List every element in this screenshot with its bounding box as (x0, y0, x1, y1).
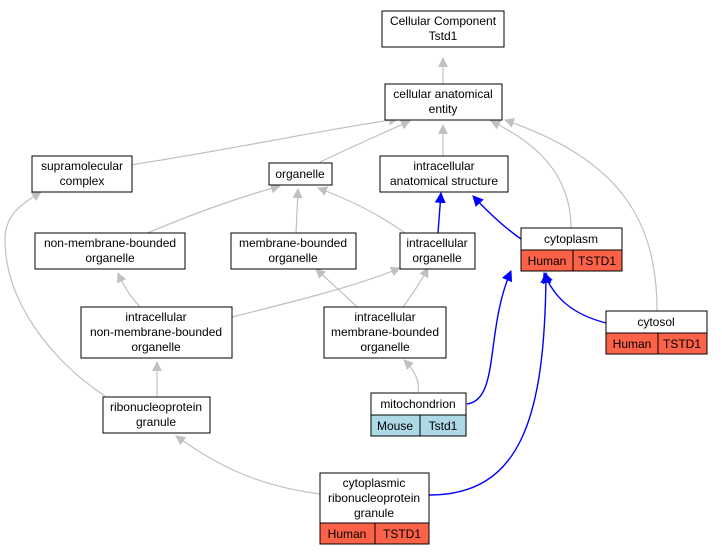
species-label: Human (613, 337, 652, 351)
gene-label: TSTD1 (383, 527, 421, 541)
node-label-line: anatomical structure (390, 174, 498, 188)
edge-intracellular-nmb-organelle-to-non-membrane-bounded-organelle (117, 272, 141, 308)
node-label-line: cytoplasmic (343, 476, 406, 490)
node-label-line: organelle (268, 251, 318, 265)
node-label-line: cytosol (637, 315, 674, 329)
node-label-line: granule (136, 415, 176, 429)
node-label-line: supramolecular (41, 159, 123, 173)
node-label-line: organelle (85, 251, 135, 265)
edge-mitochondrion-to-intracellular-mb-organelle (403, 359, 419, 393)
node-cellular-anatomical-entity[interactable]: cellular anatomical entity (384, 83, 503, 121)
edges (4, 57, 658, 496)
node-label-line: organelle (412, 251, 462, 265)
species-label: Human (328, 527, 367, 541)
node-label-line: organelle (360, 340, 410, 354)
node-non-membrane-bounded-organelle[interactable]: non-membrane-bounded organelle (34, 232, 186, 270)
node-label-line: intracellular (354, 310, 415, 324)
node-label-line: membrane-bounded (331, 325, 439, 339)
node-membrane-bounded-organelle[interactable]: membrane-bounded organelle (230, 232, 357, 270)
edge-cytoplasmic-rnp-granule-to-cytoplasm (428, 271, 552, 496)
node-intracellular-organelle[interactable]: intracellular organelle (399, 232, 476, 270)
node-label-line: mitochondrion (380, 397, 455, 411)
node-mitochondrion[interactable]: mitochondrion Mouse Tstd1 (370, 392, 467, 437)
node-supramolecular-complex[interactable]: supramolecular complex (31, 155, 133, 193)
node-organelle[interactable]: organelle (268, 162, 333, 186)
node-label-line: organelle (275, 167, 325, 181)
species-label: Mouse (377, 419, 413, 433)
edge-cytoplasm-to-cellular-anatomical-entity (490, 120, 572, 229)
node-label-line: non-membrane-bounded (90, 325, 222, 339)
edge-intracellular-organelle-to-intracellular-anatomical-structure (434, 191, 446, 234)
node-label-line: cellular anatomical (393, 87, 492, 101)
node-cytoplasm[interactable]: cytoplasm Human TSTD1 (520, 227, 623, 272)
edge-intracellular-mb-organelle-to-intracellular-organelle (402, 267, 429, 308)
gene-label: Tstd1 (429, 419, 458, 433)
node-cellular-component[interactable]: Cellular Component Tstd1 (381, 10, 505, 48)
node-label-line: ribonucleoprotein (328, 491, 420, 505)
gene-cell-mouse (419, 414, 467, 437)
node-cytoplasmic-ribonucleoprotein-granule[interactable]: cytoplasmic ribonucleoprotein granule Hu… (319, 472, 430, 545)
node-label-line: entity (429, 102, 458, 116)
node-intracellular-membrane-bounded-organelle[interactable]: intracellular membrane-bounded organelle (323, 306, 447, 359)
gene-label: TSTD1 (578, 254, 616, 268)
node-ribonucleoprotein-granule[interactable]: ribonucleoprotein granule (102, 396, 211, 434)
edge-supramolecular-complex-to-cellular-anatomical-entity (129, 115, 399, 166)
species-label: Human (528, 254, 567, 268)
node-label-line: intracellular (125, 310, 186, 324)
node-intracellular-non-membrane-bounded-organelle[interactable]: intracellular non-membrane-bounded organ… (80, 306, 233, 359)
gene-cell-human (657, 332, 708, 355)
edge-intracellular-organelle-to-organelle (317, 186, 406, 234)
node-label-line: intracellular (406, 236, 467, 250)
node-label-line: membrane-bounded (239, 236, 347, 250)
node-label-line: granule (354, 506, 394, 520)
node-label-line: ribonucleoprotein (110, 400, 202, 414)
node-label-line: complex (60, 174, 105, 188)
node-cytosol[interactable]: cytosol Human TSTD1 (605, 310, 708, 355)
node-label-line: Tstd1 (429, 29, 458, 43)
edge-cytosol-to-cellular-anatomical-entity (504, 118, 658, 312)
edge-non-membrane-bounded-organelle-to-organelle (144, 183, 281, 235)
edge-mitochondrion-to-cytoplasm (466, 269, 513, 405)
gene-label: TSTD1 (663, 337, 701, 351)
edge-organelle-to-cellular-anatomical-entity (319, 120, 411, 163)
edge-intracellular-nmb-organelle-to-intracellular-organelle (231, 266, 401, 318)
gene-cell-human (374, 522, 430, 545)
node-label-line: organelle (131, 340, 181, 354)
edge-cytosol-to-cytoplasm (542, 271, 607, 324)
edge-ribonucleoprotein-granule-to-supramolecular-complex (4, 191, 106, 397)
node-label-line: intracellular (413, 159, 474, 173)
edge-membrane-bounded-organelle-to-organelle (292, 188, 303, 234)
gene-cell-human (572, 249, 623, 272)
node-label-line: cytoplasm (544, 232, 598, 246)
edge-cytoplasm-to-intracellular-anatomical-structure (472, 195, 522, 240)
edge-cytoplasmic-rnp-granule-to-ribonucleoprotein-granule (175, 435, 321, 495)
node-label-line: Cellular Component (390, 14, 497, 28)
edge-intracellular-mb-organelle-to-membrane-bounded-organelle (315, 268, 358, 308)
node-intracellular-anatomical-structure[interactable]: intracellular anatomical structure (379, 155, 509, 193)
node-label-line: non-membrane-bounded (44, 236, 176, 250)
